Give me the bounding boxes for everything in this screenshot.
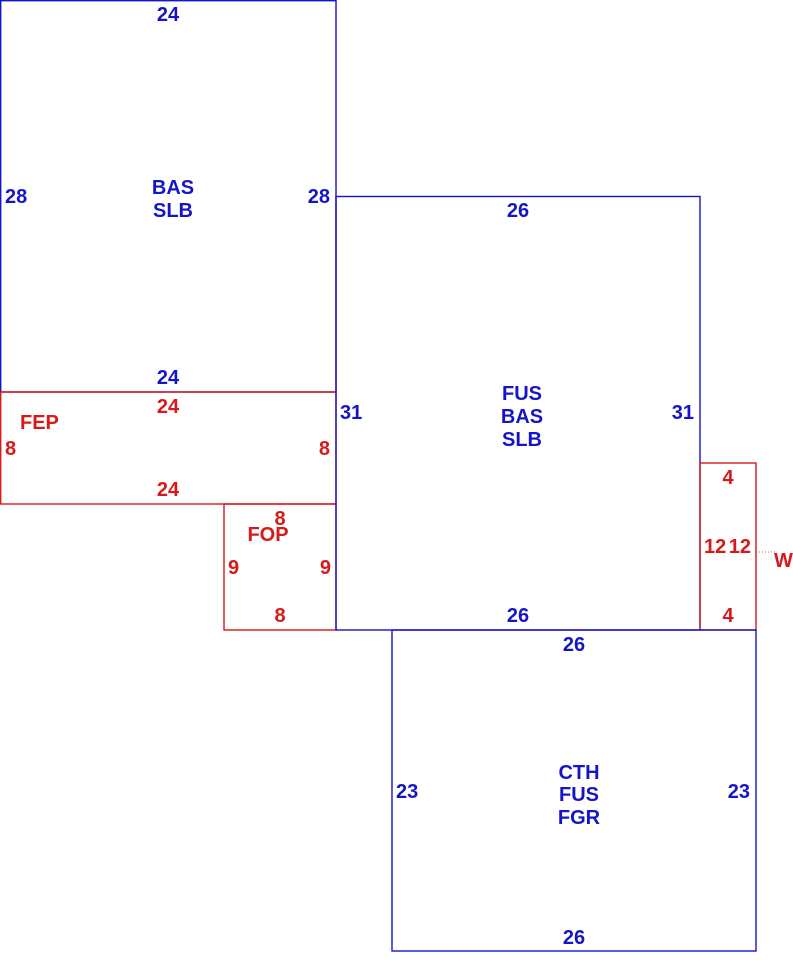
- fop-code: FOP: [247, 524, 288, 546]
- fep-dim-bottom: 24: [157, 479, 180, 501]
- bas-top-dim-left: 28: [5, 186, 27, 208]
- cth-code-3: FGR: [558, 807, 601, 829]
- w-code: W: [774, 550, 793, 572]
- area-w: 4 12 12 4 W: [699, 462, 793, 631]
- cth-code-1: CTH: [558, 762, 599, 784]
- area-cth: 26 23 23 26 CTH FUS FGR: [391, 629, 757, 952]
- cth-dim-top: 26: [563, 634, 585, 656]
- area-bas-top: 24 28 28 24 BAS SLB: [0, 0, 337, 393]
- bas-top-dim-top: 24: [157, 4, 180, 26]
- bas-top-code-1: BAS: [152, 177, 194, 199]
- bas-top-dim-right: 28: [308, 186, 330, 208]
- fus-main-code-3: SLB: [502, 429, 542, 451]
- fus-main-code-1: FUS: [502, 383, 542, 405]
- bas-top-dim-bottom: 24: [157, 367, 180, 389]
- w-dim-bottom: 4: [722, 605, 734, 627]
- w-dim-right: 12: [729, 536, 751, 558]
- area-cth-outline: [391, 629, 757, 952]
- fop-dim-right: 9: [320, 557, 331, 579]
- cth-dim-left: 23: [396, 781, 418, 803]
- fep-dim-left: 8: [5, 438, 16, 460]
- fep-dim-right: 8: [319, 438, 330, 460]
- area-fus-main: 26 31 31 26 FUS BAS SLB: [335, 195, 701, 631]
- area-fep: FEP 24 8 8 24: [0, 391, 337, 505]
- fus-main-dim-right: 31: [672, 402, 694, 424]
- fep-dim-top: 24: [157, 396, 180, 418]
- fus-main-dim-top: 26: [507, 200, 529, 222]
- cth-dim-bottom: 26: [563, 927, 585, 949]
- fus-main-dim-left: 31: [340, 402, 362, 424]
- w-dim-left: 12: [704, 536, 726, 558]
- cth-code-2: FUS: [559, 784, 599, 806]
- area-fop: 8 FOP 9 9 8: [223, 503, 337, 631]
- fus-main-dim-bottom: 26: [507, 605, 529, 627]
- bas-top-code-2: SLB: [153, 200, 193, 222]
- cth-dim-right: 23: [728, 781, 750, 803]
- fep-code: FEP: [20, 412, 59, 434]
- fop-dim-top: 8: [274, 508, 285, 530]
- fop-dim-bottom: 8: [274, 605, 285, 627]
- fus-main-code-2: BAS: [501, 406, 543, 428]
- fop-dim-left: 9: [228, 557, 239, 579]
- w-dim-top: 4: [722, 467, 734, 489]
